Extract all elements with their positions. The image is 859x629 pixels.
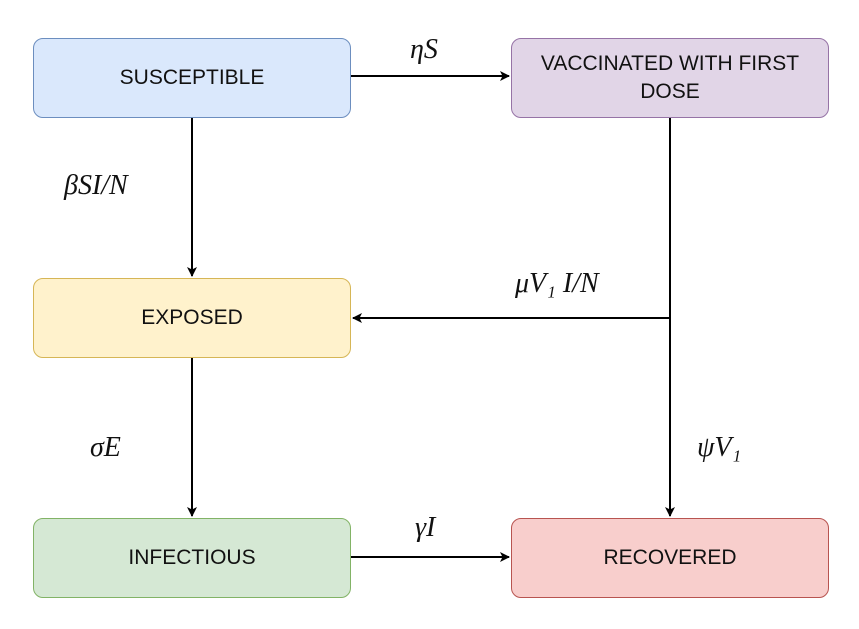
node-exposed-label: EXPOSED <box>141 305 243 329</box>
node-vaccinated: VACCINATED WITH FIRST DOSE <box>511 38 829 118</box>
rate-label-eta: ηS <box>410 34 438 65</box>
node-exposed: EXPOSED <box>33 278 351 358</box>
node-infectious: INFECTIOUS <box>33 518 351 598</box>
node-susceptible-label: SUSCEPTIBLE <box>119 65 265 89</box>
node-infectious-label: INFECTIOUS <box>128 545 256 569</box>
rate-label-sigma: σE <box>90 432 121 463</box>
node-susceptible: SUSCEPTIBLE <box>33 38 351 118</box>
node-recovered-label: RECOVERED <box>603 545 737 569</box>
rate-label-psi: ψV₁ <box>697 432 742 463</box>
node-recovered: RECOVERED <box>511 518 829 598</box>
rate-label-gamma: γI <box>415 512 436 543</box>
rate-label-beta: βSI/N <box>64 170 128 201</box>
node-vaccinated-label: VACCINATED WITH FIRST DOSE <box>540 51 800 103</box>
rate-label-mu: μV₁ I/N <box>515 268 599 299</box>
